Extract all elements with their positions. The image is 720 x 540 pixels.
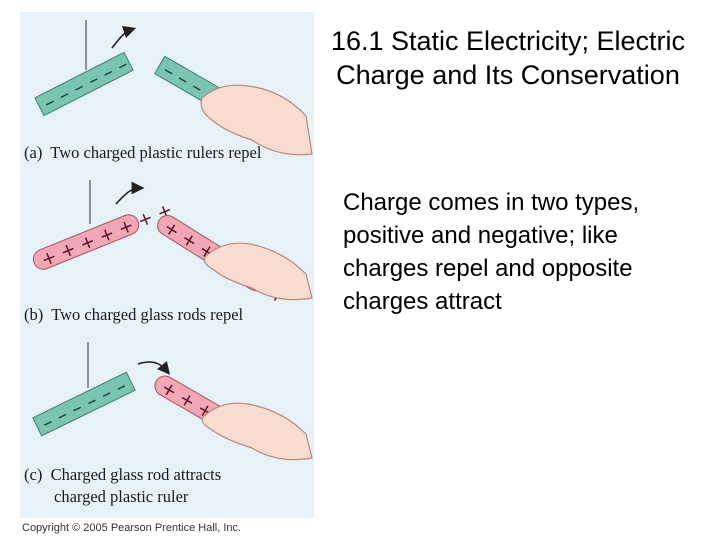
charge-diagram: – – – – – – – – – – – – + + + + + + + + … bbox=[20, 12, 314, 518]
hand-icon bbox=[201, 402, 313, 461]
curved-arrow-icon bbox=[137, 360, 171, 375]
caption-b-letter: (b) bbox=[24, 305, 44, 324]
curved-arrow-icon bbox=[115, 181, 145, 205]
hand-icon bbox=[200, 84, 313, 156]
copyright-notice: Copyright © 2005 Pearson Prentice Hall, … bbox=[22, 522, 242, 534]
caption-a-text: Two charged plastic rulers repel bbox=[50, 143, 262, 162]
svg-text:+ + + + + + +: + + + + + + + bbox=[38, 199, 176, 271]
svg-text:– – – – – –: – – – – – – bbox=[37, 373, 130, 435]
curved-arrow-icon bbox=[111, 25, 137, 49]
slide-body-text: Charge comes in two types, positive and … bbox=[343, 189, 640, 315]
caption-b-text: Two charged glass rods repel bbox=[51, 305, 244, 324]
suspended-plastic-ruler: – – – – – – bbox=[34, 52, 134, 117]
caption-a: (a) Two charged plastic rulers repel bbox=[24, 143, 261, 163]
panel-a-drawing: – – – – – – – – – – – – bbox=[34, 20, 313, 156]
suspended-glass-rod: + + + + + + + bbox=[32, 199, 176, 271]
panel-c-drawing: – – – – – – + + + + + + + bbox=[32, 342, 313, 465]
caption-c: (c) Charged glass rod attracts bbox=[24, 465, 221, 485]
caption-a-letter: (a) bbox=[24, 143, 43, 162]
caption-c-line2: charged plastic ruler bbox=[54, 487, 189, 506]
caption-b: (b) Two charged glass rods repel bbox=[24, 305, 243, 325]
caption-c-text-line1: Charged glass rod attracts bbox=[50, 465, 222, 484]
caption-c-letter: (c) bbox=[24, 465, 43, 484]
suspended-plastic-ruler: – – – – – – bbox=[32, 371, 136, 437]
hand-icon bbox=[203, 242, 313, 301]
charge-diagram-drawing: – – – – – – – – – – – – + + + + + + + + … bbox=[32, 20, 313, 465]
slide-title: 16.1 Static Electricity; Electric Charge… bbox=[330, 26, 686, 90]
panel-b-drawing: + + + + + + + + + + + + + + bbox=[32, 180, 313, 309]
